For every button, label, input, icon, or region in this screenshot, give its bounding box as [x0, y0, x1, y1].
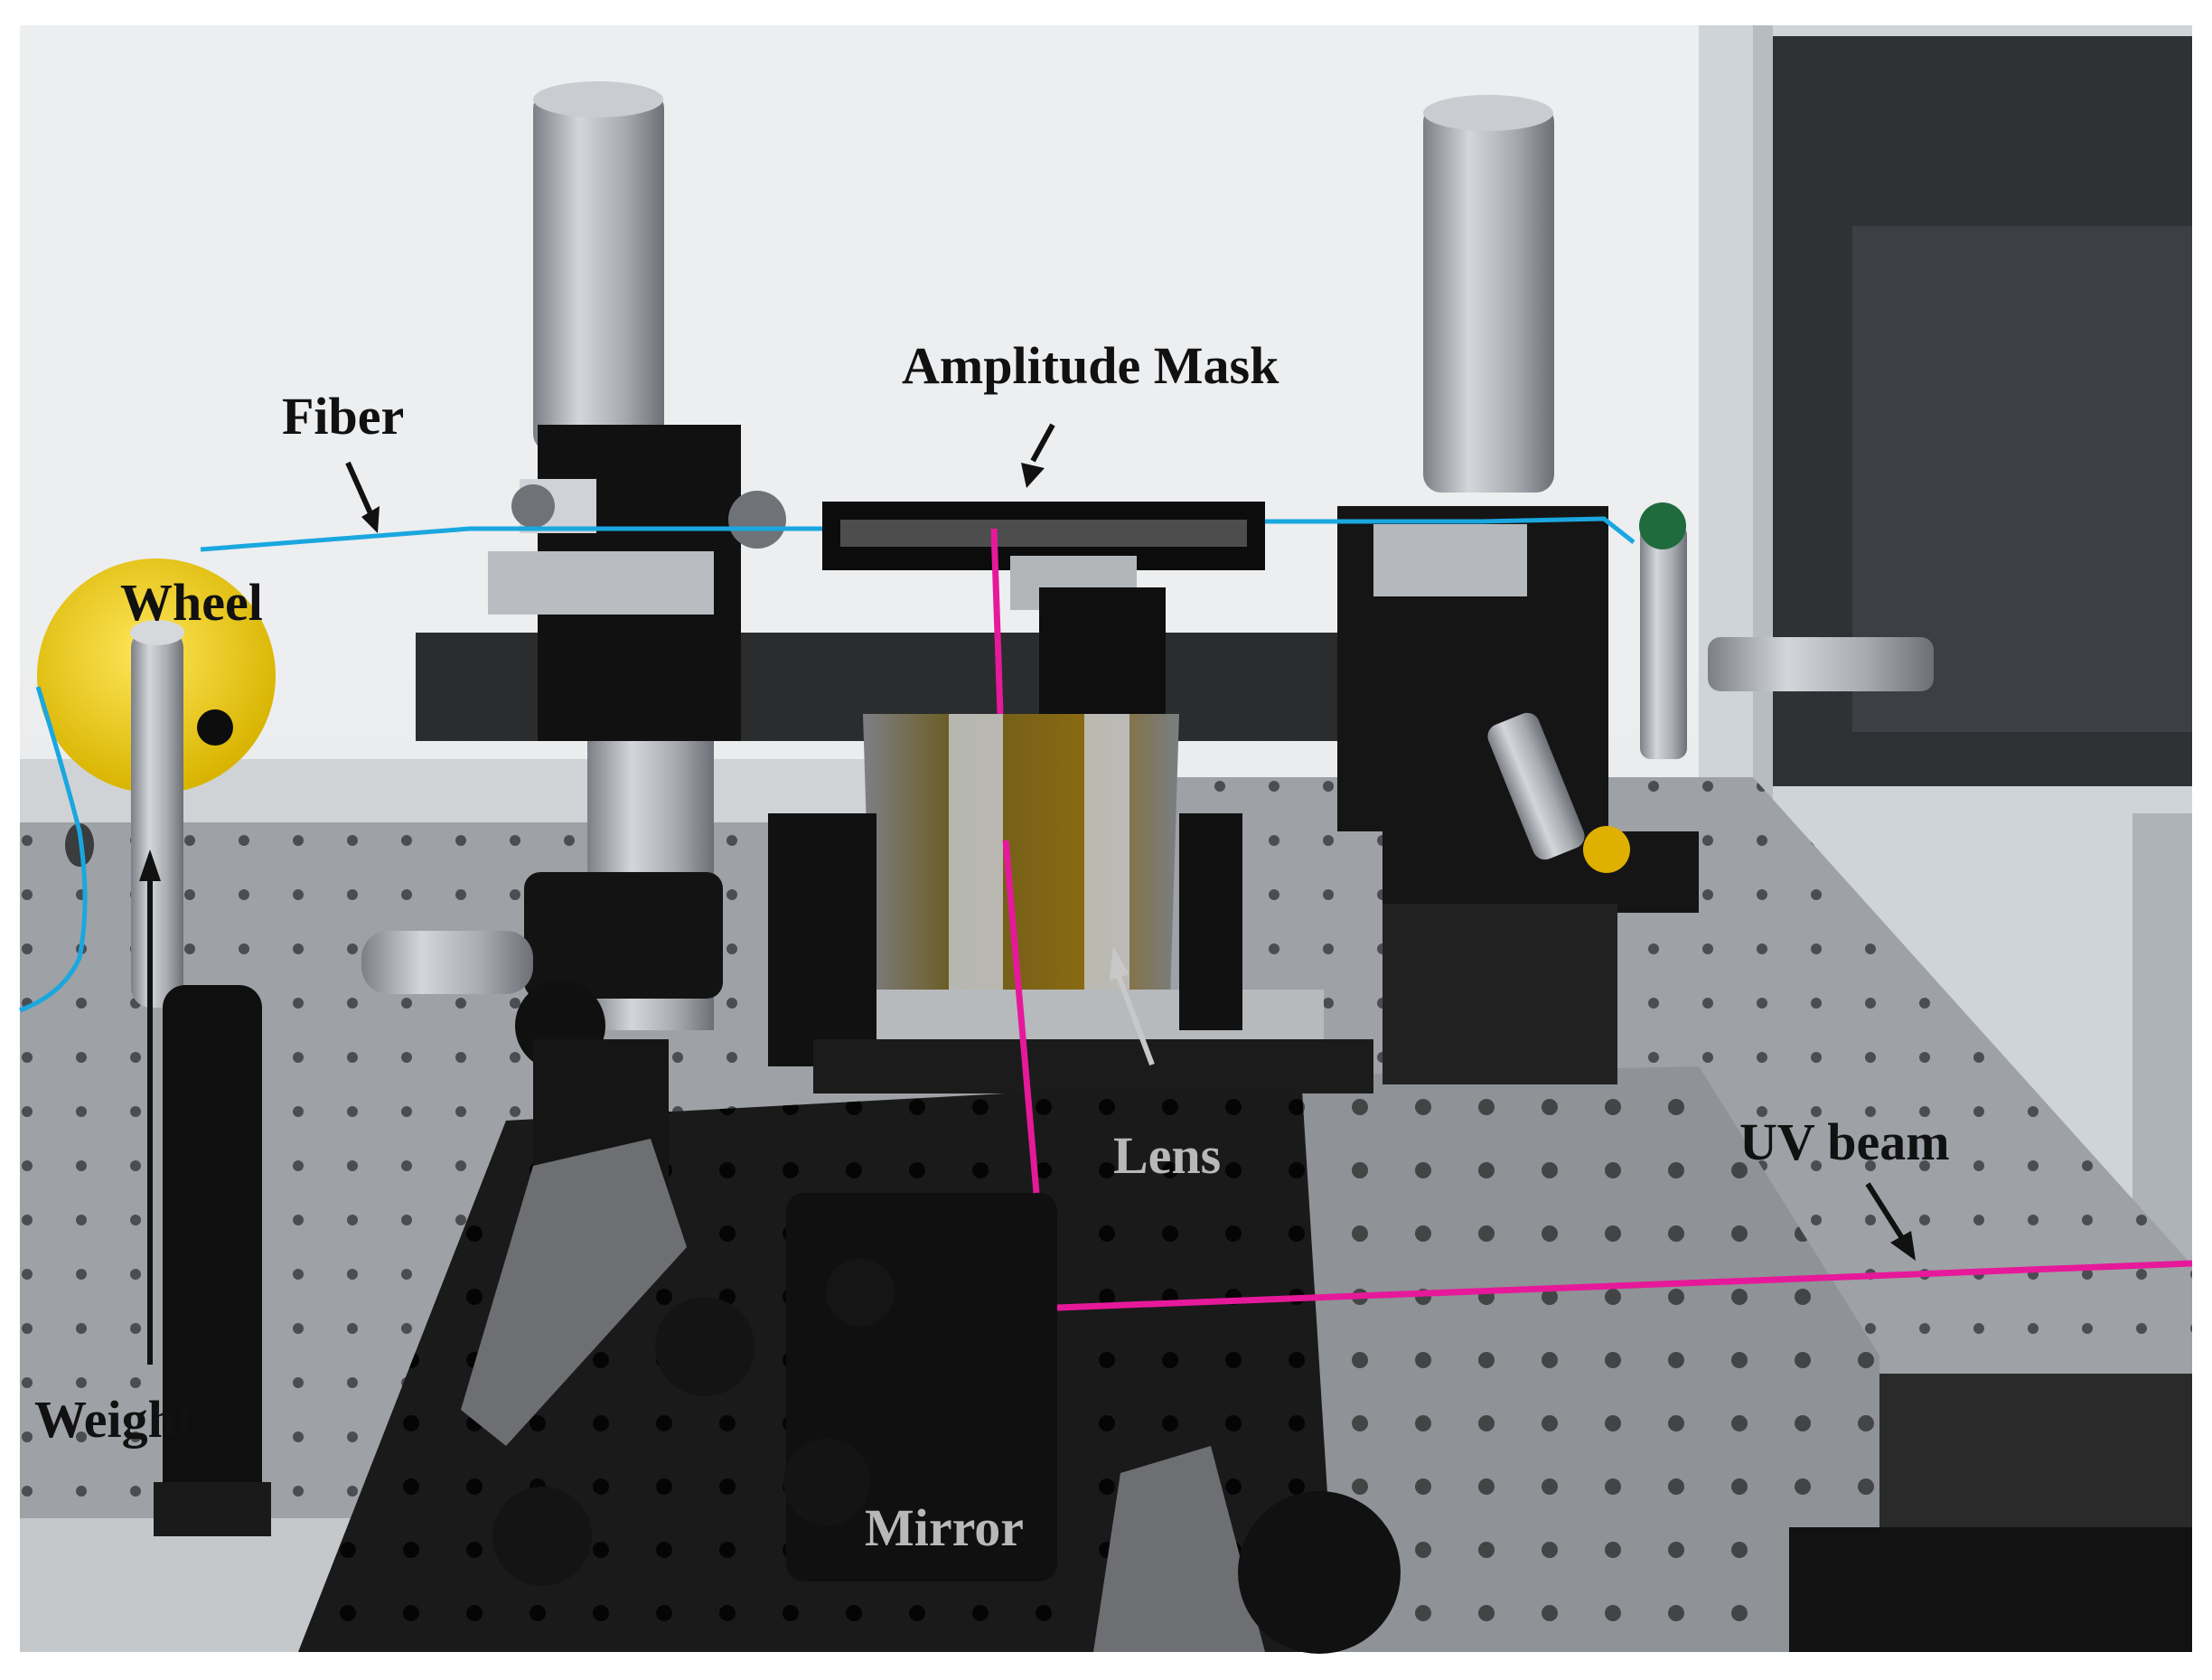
amplitude-mask [822, 502, 1265, 732]
translation-stage [1337, 502, 1934, 1084]
mirror-mount [492, 1193, 1401, 1654]
fiber [19, 516, 1636, 1013]
cylindrical-lens [768, 714, 1373, 1093]
kinematic-mount [361, 872, 723, 1446]
post [130, 620, 271, 1536]
uv-beam-label: UV beam [1739, 1112, 1950, 1171]
lens-label: Lens [1113, 1126, 1222, 1185]
uv-beam [990, 528, 2193, 1311]
translation-stage [488, 425, 786, 741]
micrometer [1487, 502, 1934, 873]
wheel-label: Wheel [120, 573, 263, 632]
annotation-arrows-light [1110, 947, 1155, 1066]
fiber-label: Fiber [282, 387, 405, 446]
amplitude-mask-label: Amplitude Mask [902, 336, 1279, 395]
weight-label: Weight [34, 1390, 195, 1449]
annotation-arrows [139, 423, 1916, 1365]
mirror-label: Mirror [865, 1498, 1025, 1557]
